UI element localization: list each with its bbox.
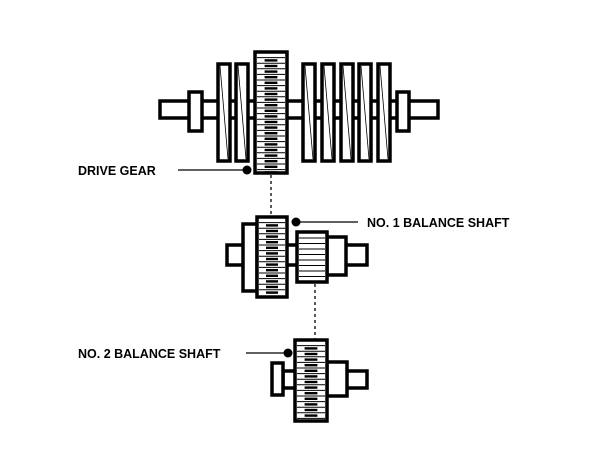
shaft-1-collar-left [241, 222, 259, 293]
shaft-2-end-left [270, 361, 285, 397]
shaft-2-gear [293, 338, 329, 423]
callout-drive-gear: DRIVE GEAR [78, 164, 252, 178]
shaft-1-driven-gear [295, 230, 329, 284]
balance-shaft-2-label: NO. 2 BALANCE SHAFT [78, 347, 221, 361]
balance-shaft-1-label: NO. 1 BALANCE SHAFT [367, 216, 510, 230]
callout-dot [283, 348, 293, 358]
balance-shaft-1 [225, 215, 369, 299]
crank-webs [216, 62, 392, 163]
shaft-2-collar-right [325, 360, 349, 398]
drive-gear-label: DRIVE GEAR [78, 164, 156, 178]
drive-gear [253, 50, 289, 175]
crankshaft-assembly [158, 50, 440, 175]
callout-balance-shaft-1: NO. 1 BALANCE SHAFT [291, 216, 510, 230]
crank-collar-left [187, 90, 204, 133]
balance-shaft-2 [270, 338, 369, 423]
shaft-1-collar-right [325, 235, 348, 277]
callout-dot [242, 165, 252, 175]
crank-collar-right [395, 90, 411, 133]
callout-balance-shaft-2: NO. 2 BALANCE SHAFT [78, 347, 293, 361]
shaft-1-gear [255, 215, 289, 299]
